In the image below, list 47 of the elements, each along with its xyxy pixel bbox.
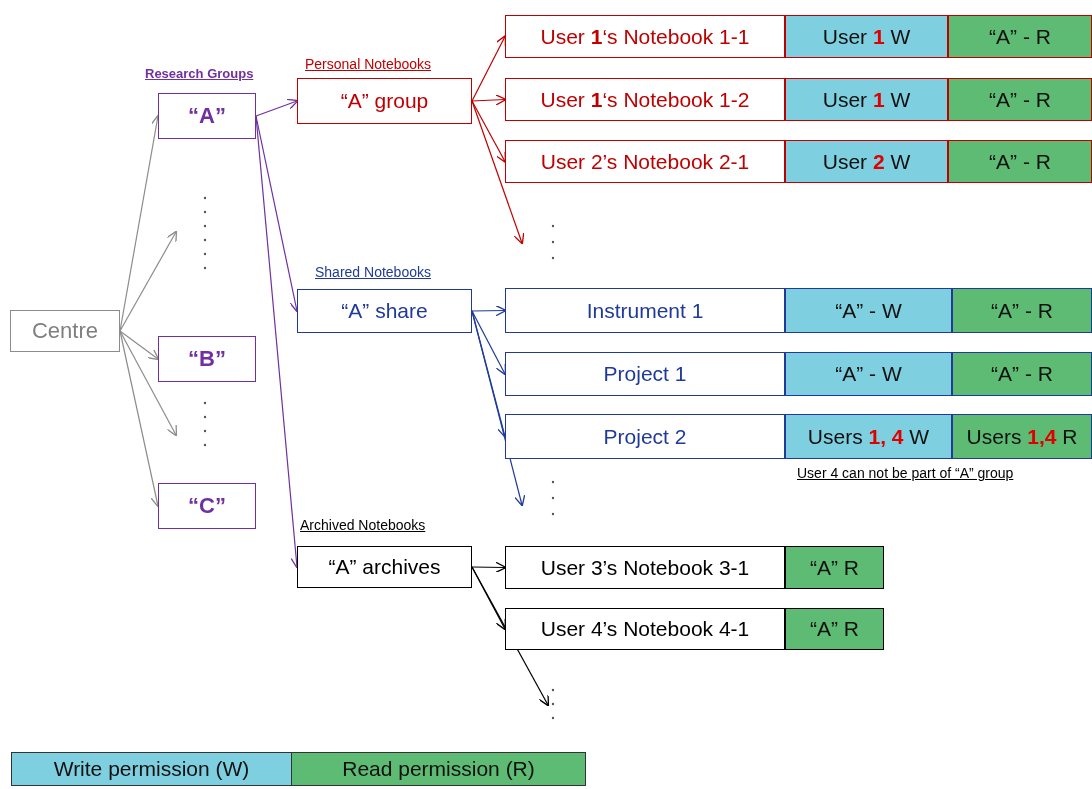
read-permission-cell: “A” - R bbox=[948, 78, 1092, 121]
notebook-box: User 1‘s Notebook 1-2 bbox=[505, 78, 785, 121]
arrow bbox=[471, 310, 526, 507]
write-permission-cell: Users 1, 4 W bbox=[785, 414, 952, 459]
read-permission-cell: “A” - R bbox=[948, 15, 1092, 58]
arrow bbox=[471, 100, 525, 245]
notebook-box: Project 1 bbox=[505, 352, 785, 396]
arrow bbox=[471, 34, 507, 102]
notebook-box: “A” archives bbox=[297, 546, 472, 588]
notebook-box: User 2’s Notebook 2-1 bbox=[505, 140, 785, 183]
notebook-box: “A” group bbox=[297, 78, 472, 124]
write-permission-cell: “A” - W bbox=[785, 288, 952, 333]
legend-swatch: Write permission (W) bbox=[10, 752, 293, 786]
read-permission-cell: Users 1,4 R bbox=[952, 414, 1092, 459]
arrow bbox=[471, 94, 507, 106]
arrow bbox=[471, 561, 507, 573]
read-permission-cell: “A” R bbox=[785, 608, 884, 650]
notebook-box: User 1‘s Notebook 1-1 bbox=[505, 15, 785, 58]
write-permission-cell: User 1 W bbox=[785, 78, 948, 121]
arrow bbox=[119, 330, 178, 437]
notebook-box: User 3’s Notebook 3-1 bbox=[505, 546, 785, 589]
arrow bbox=[255, 98, 299, 117]
centre-box: Centre bbox=[10, 310, 120, 352]
read-permission-cell: “A” - R bbox=[952, 352, 1092, 396]
read-permission-cell: “A” R bbox=[785, 546, 884, 589]
notebook-box: Project 2 bbox=[505, 414, 785, 459]
section-heading: Archived Notebooks bbox=[300, 517, 426, 533]
notebook-box: Instrument 1 bbox=[505, 288, 785, 333]
read-permission-cell: “A” - R bbox=[948, 140, 1092, 183]
arrow bbox=[119, 230, 178, 332]
group-box: “C” bbox=[158, 483, 256, 529]
write-permission-cell: User 1 W bbox=[785, 15, 948, 58]
arrow bbox=[119, 330, 160, 361]
section-heading: Personal Notebooks bbox=[305, 56, 432, 72]
read-permission-cell: “A” - R bbox=[952, 288, 1092, 333]
section-heading: Research Groups bbox=[145, 66, 254, 81]
arrow bbox=[471, 310, 507, 376]
notebook-box: User 4’s Notebook 4-1 bbox=[505, 608, 785, 650]
arrow bbox=[471, 305, 507, 317]
section-heading: Shared Notebooks bbox=[315, 264, 431, 280]
group-box: “A” bbox=[158, 93, 256, 139]
group-box: “B” bbox=[158, 336, 256, 382]
footnote: User 4 can not be part of “A” group bbox=[797, 465, 1014, 481]
legend-swatch: Read permission (R) bbox=[291, 752, 586, 786]
write-permission-cell: User 2 W bbox=[785, 140, 948, 183]
write-permission-cell: “A” - W bbox=[785, 352, 952, 396]
notebook-box: “A” share bbox=[297, 289, 472, 333]
